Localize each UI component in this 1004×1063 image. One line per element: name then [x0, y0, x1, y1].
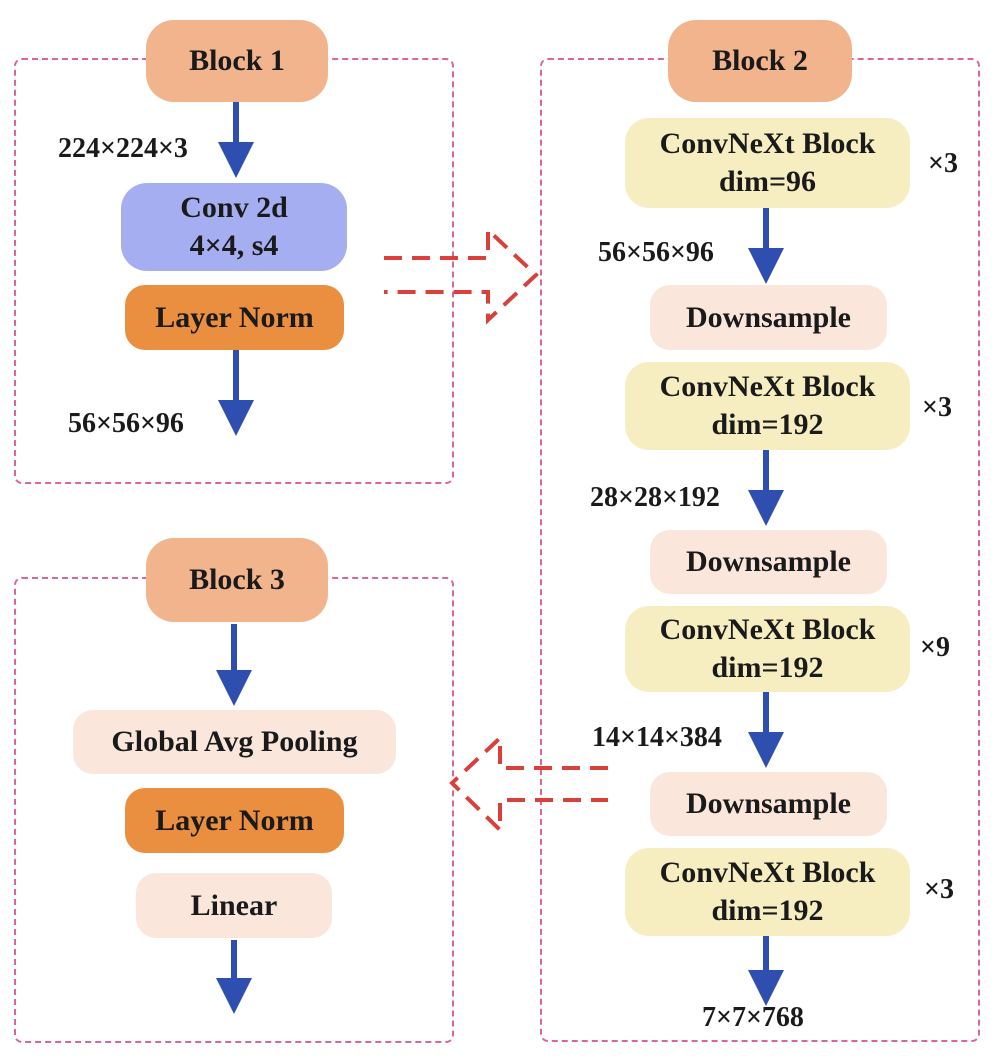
- conv2d-params: 4×4, s4: [189, 229, 279, 262]
- convnext-stage4: ConvNeXt Block dim=192: [625, 848, 910, 936]
- stage1-output-shape: 56×56×96: [598, 237, 714, 268]
- block1-input-shape: 224×224×3: [58, 133, 188, 164]
- convnext-stage1: ConvNeXt Block dim=96: [625, 118, 910, 208]
- convnext-stage2-dim: dim=192: [711, 408, 824, 441]
- linear-node: Linear: [136, 873, 332, 938]
- downsample-1: Downsample: [650, 285, 887, 350]
- convnext-stage3-label: ConvNeXt Block: [659, 613, 876, 646]
- convnext-stage1-dim: dim=96: [718, 165, 817, 198]
- flow-arrows: [216, 102, 784, 1014]
- downsample-2: Downsample: [650, 530, 887, 594]
- block1-layer-norm: Layer Norm: [125, 285, 344, 350]
- convnext-stage1-repeat: ×3: [928, 148, 958, 179]
- convnext-stage2-label: ConvNeXt Block: [659, 370, 876, 403]
- convnext-stage3-dim: dim=192: [711, 651, 824, 684]
- block3-layer-norm: Layer Norm: [125, 788, 344, 853]
- stage2-output-shape: 28×28×192: [590, 482, 720, 513]
- global-avg-pooling: Global Avg Pooling: [73, 710, 396, 774]
- convnext-stage3: ConvNeXt Block dim=192: [625, 606, 910, 692]
- convnext-stage2: ConvNeXt Block dim=192: [625, 362, 910, 450]
- convnext-stage2-repeat: ×3: [922, 392, 952, 423]
- block3-title: Block 3: [146, 538, 328, 622]
- block1-title: Block 1: [146, 20, 328, 102]
- block1-output-shape: 56×56×96: [68, 408, 184, 439]
- convnext-stage4-repeat: ×3: [924, 874, 954, 905]
- transfer-arrow-right: [384, 225, 539, 325]
- stage4-output-shape: 7×7×768: [702, 1002, 804, 1033]
- conv2d-node: Conv 2d 4×4, s4: [121, 183, 347, 271]
- stage3-output-shape: 14×14×384: [592, 722, 722, 753]
- convnext-stage3-repeat: ×9: [920, 632, 950, 663]
- convnext-stage4-label: ConvNeXt Block: [659, 856, 876, 889]
- conv2d-label: Conv 2d: [180, 191, 288, 224]
- convnext-stage4-dim: dim=192: [711, 894, 824, 927]
- downsample-3: Downsample: [650, 772, 887, 836]
- block2-title: Block 2: [668, 20, 852, 102]
- convnext-stage1-label: ConvNeXt Block: [659, 127, 876, 160]
- transfer-arrow-left: [449, 733, 608, 835]
